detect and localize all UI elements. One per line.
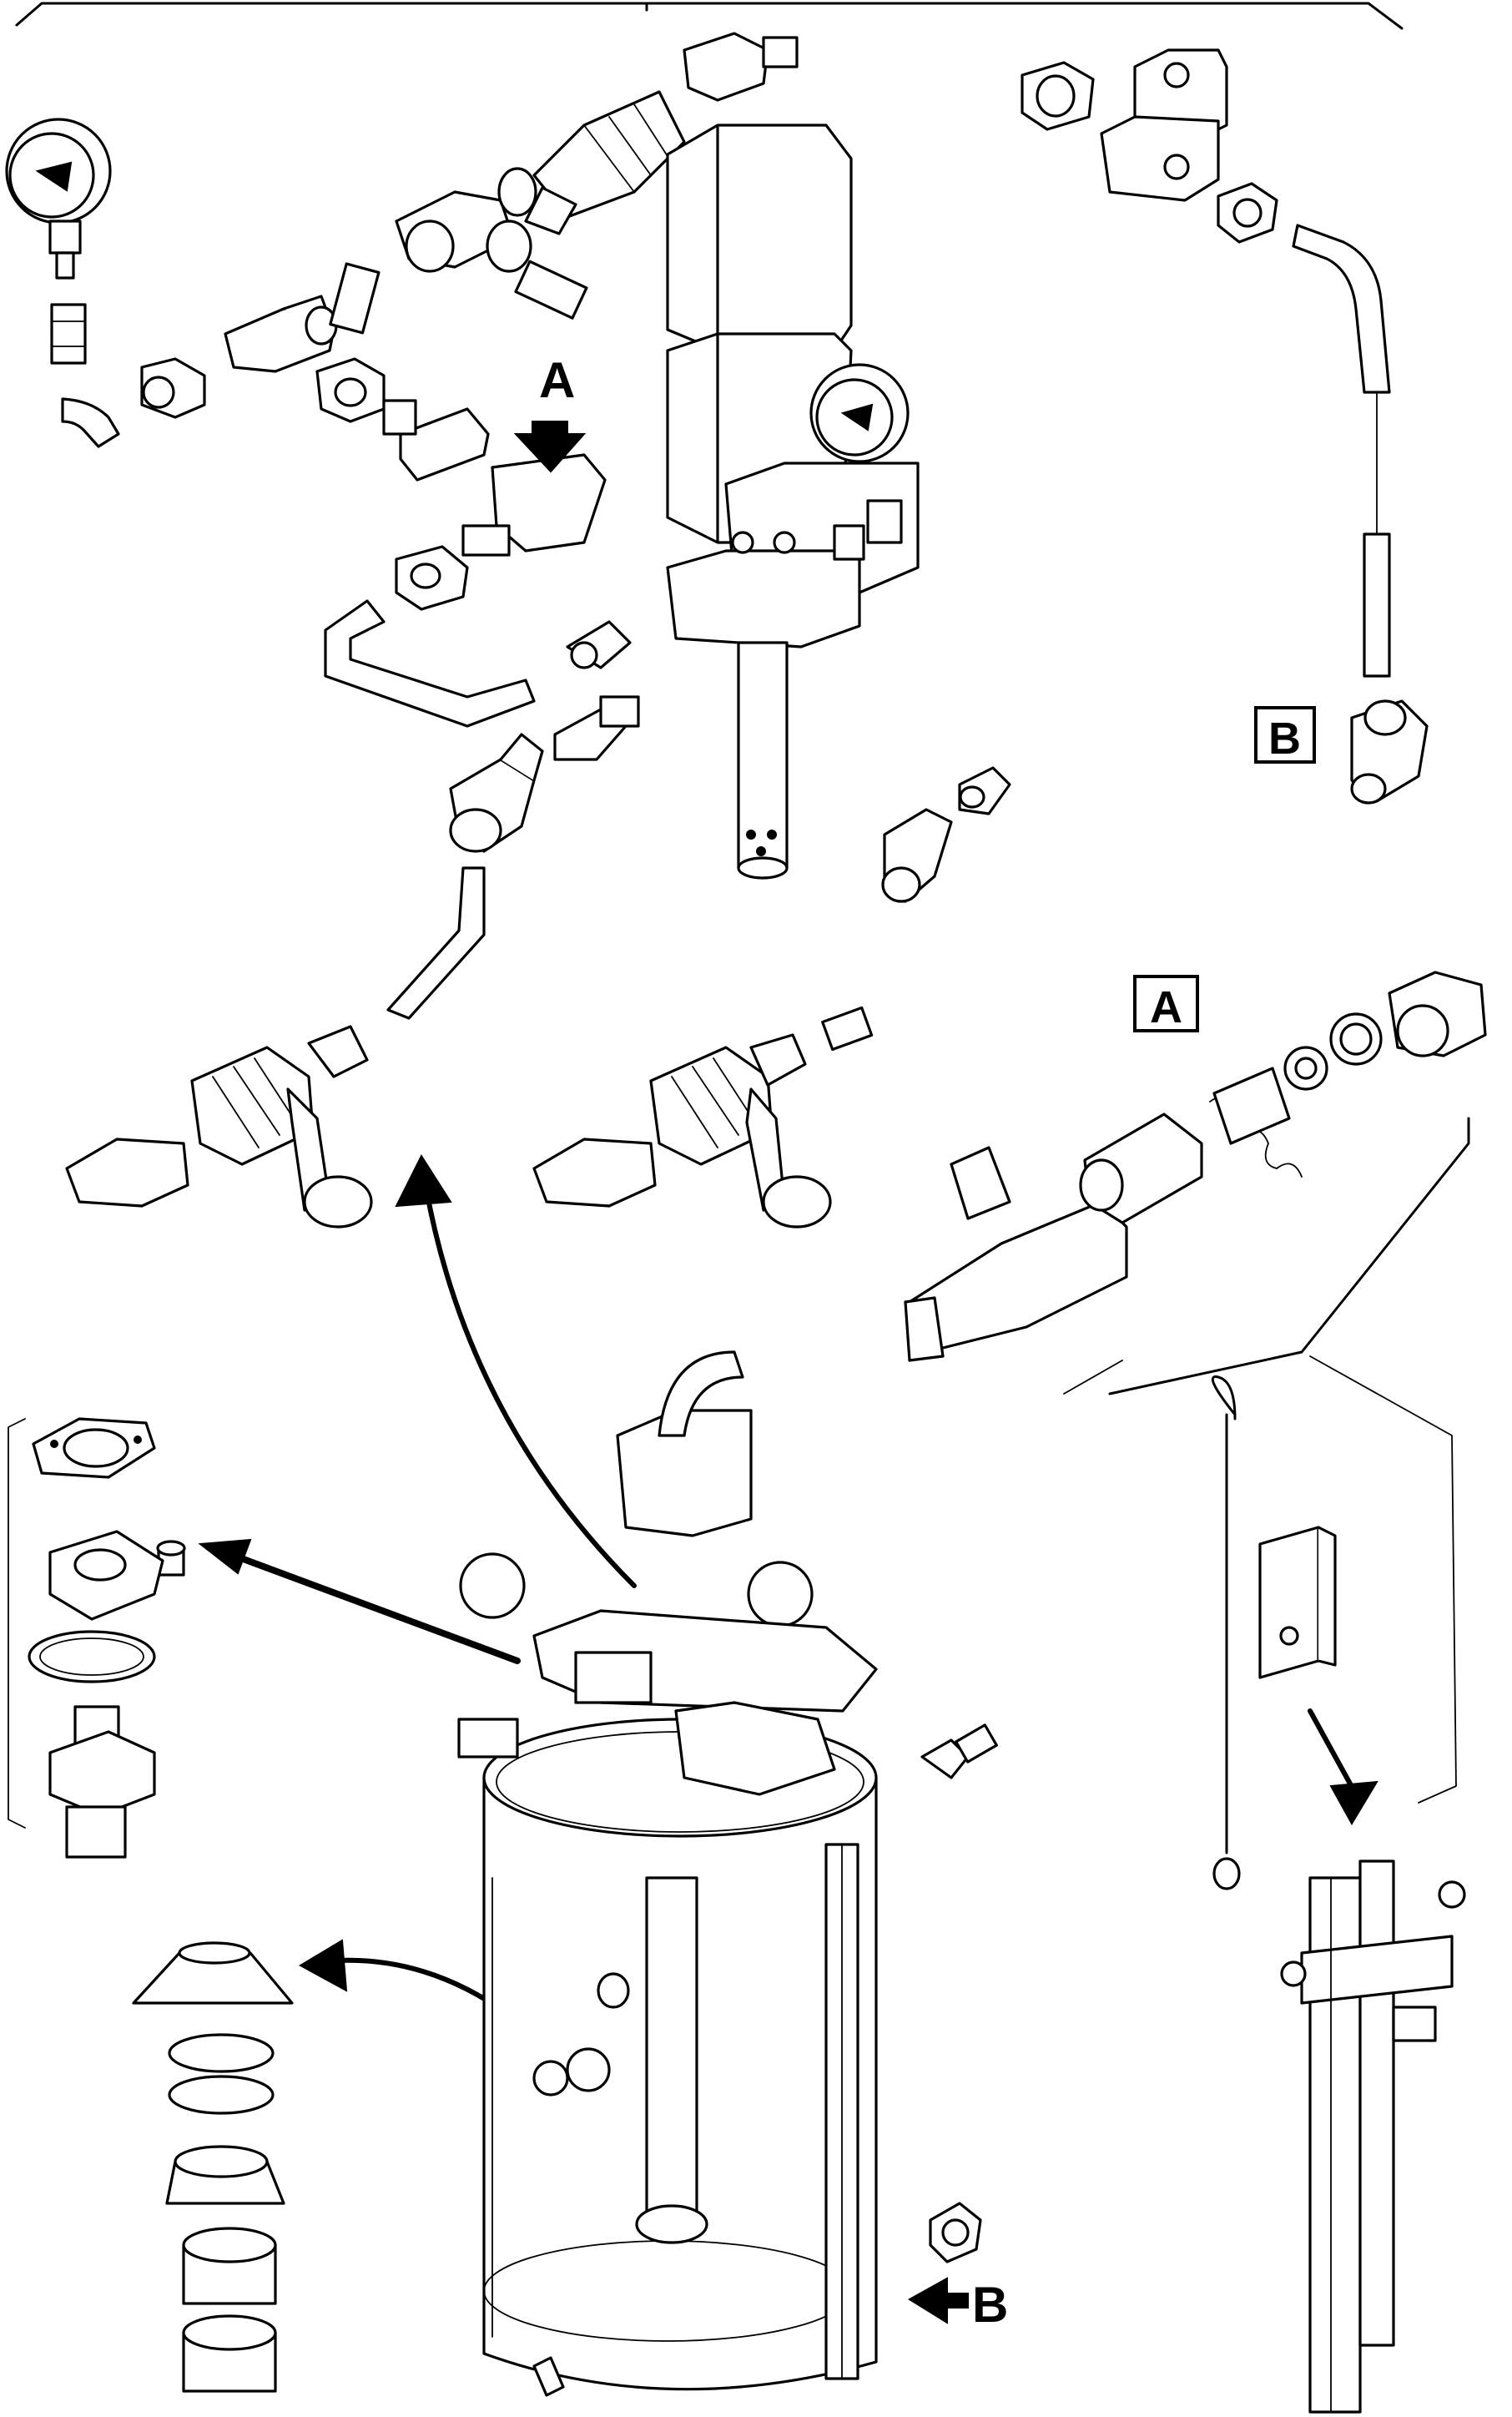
u-bent-hose	[324, 599, 536, 728]
hex-nut-left	[140, 357, 206, 419]
threaded-union-nut	[48, 1705, 156, 1859]
detail-a-box	[1133, 975, 1199, 1032]
top-bracket-line	[15, 2, 1404, 30]
flange-plate	[32, 1417, 156, 1479]
detail-a-spring	[1209, 1067, 1303, 1178]
detail-a-valve-body	[904, 1146, 1128, 1362]
bearing-ring-lower	[182, 2314, 277, 2393]
large-o-ring-inner	[39, 1637, 144, 1676]
tank-top-pump-assembly	[457, 1350, 878, 1796]
tank-side-fittings	[532, 1972, 630, 2097]
flange-pointer-arrow-head	[198, 1538, 252, 1575]
detail-a-ball-seat	[1283, 1046, 1328, 1091]
tee-fitting-upper	[395, 167, 537, 273]
hose-to-coupler	[386, 866, 486, 1020]
detail-a-o-ring	[1329, 1012, 1383, 1066]
union-fitting-solenoid	[1217, 182, 1278, 244]
detail-a-plug-cap	[1388, 971, 1487, 1057]
union-fitting-right	[958, 766, 1011, 815]
check-valve-body	[461, 453, 607, 557]
elbow-fitting-detail-b	[1350, 699, 1429, 805]
bent-hose-right	[1292, 224, 1391, 394]
hose-fitting-upper-right	[1021, 61, 1095, 131]
elbow-fitting-left	[449, 733, 544, 853]
tank-suction-tube	[635, 1876, 708, 2244]
tee-fitting-left	[224, 295, 338, 373]
detail-b-box	[1254, 706, 1316, 764]
flange-pointer-arrow	[222, 1549, 521, 1664]
dipstick-pointer-arrow-head	[1329, 1780, 1378, 1825]
detail-a-piston	[1079, 1113, 1203, 1224]
detail-a-pointer-arrow	[513, 421, 587, 473]
detail-a-bracket	[1108, 1117, 1470, 1395]
thin-ring-upper	[168, 2033, 275, 2073]
dipstick-loop	[1212, 1857, 1241, 1890]
solenoid-valve-block	[1100, 48, 1228, 202]
long-union-fitting	[553, 695, 640, 761]
detail-b-box-label: B	[1268, 714, 1301, 764]
union-fitting-tank-b	[929, 2202, 982, 2263]
pressure-gauge-pump	[809, 363, 910, 463]
elbow-fitting-right	[881, 808, 953, 903]
bearing-ring-upper	[182, 2227, 277, 2305]
dipstick-pointer-arrow	[1308, 1708, 1358, 1797]
right-detail-bracket	[1063, 1355, 1457, 1804]
small-bent-tube	[61, 397, 120, 448]
large-o-ring	[28, 1630, 156, 1683]
bleed-screw-right	[920, 1723, 998, 1779]
thin-ring-lower	[168, 2075, 275, 2115]
quick-coupler-center	[532, 1006, 874, 1229]
quick-coupler-top	[524, 90, 686, 235]
detail-b-pointer-arrow	[908, 2277, 969, 2324]
dipstick-plate	[1258, 1526, 1337, 1679]
pump-manifold-block	[666, 462, 920, 648]
straight-union-small	[566, 620, 632, 669]
tank-drain-fitting	[532, 2356, 565, 2397]
hose-segment-lower	[1363, 532, 1391, 678]
tank-sight-level-rod	[824, 1843, 859, 2380]
hex-nut-middle	[315, 357, 386, 423]
pump-suction-rod	[737, 641, 789, 880]
rings-curved-arrow-head	[298, 1939, 348, 1992]
detail-a-arrow-label: A	[539, 352, 575, 408]
short-tube-left	[329, 262, 381, 335]
dipstick-wire	[1211, 1375, 1237, 1854]
hex-nut-lower	[395, 545, 469, 611]
pressure-gauge-left	[5, 118, 112, 280]
bearing-cup	[165, 2145, 285, 2205]
short-tube-right	[514, 260, 588, 320]
gauge-adapter-fitting	[50, 303, 87, 365]
detail-a-box-label: A	[1150, 982, 1182, 1032]
hex-adapter-bar	[382, 399, 490, 482]
coupler-curved-arrow-head	[395, 1153, 452, 1208]
level-bracket-assembly	[1280, 1859, 1466, 2414]
left-detail-bracket-upper	[8, 1418, 26, 1829]
cone-ring	[132, 1941, 294, 2005]
quick-coupler-left	[65, 1025, 373, 1229]
hex-nut-large	[48, 1530, 164, 1621]
coupler-curved-arrow	[423, 1183, 637, 1588]
detail-b-arrow-label: B	[972, 2277, 1008, 2333]
male-plug-top	[683, 32, 799, 102]
